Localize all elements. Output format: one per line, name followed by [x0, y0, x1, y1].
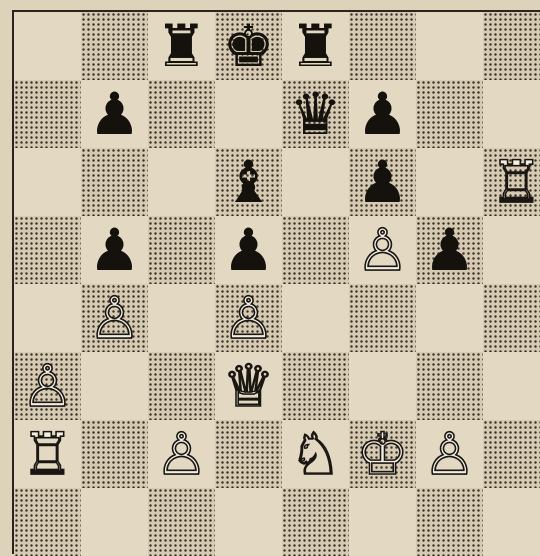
white-queen-icon[interactable]: ♕ — [223, 357, 275, 415]
board-square[interactable] — [215, 80, 282, 148]
white-rook-icon[interactable]: ♖ — [22, 425, 74, 483]
board-square[interactable] — [416, 80, 483, 148]
board-square[interactable]: ♖ — [483, 148, 540, 216]
board-square[interactable]: ♘ — [282, 420, 349, 488]
board-square[interactable] — [14, 80, 81, 148]
board-square[interactable] — [282, 216, 349, 284]
board-square[interactable]: ♙ — [416, 420, 483, 488]
white-pawn-icon[interactable]: ♙ — [22, 357, 74, 415]
board-square[interactable] — [483, 352, 540, 420]
board-square[interactable]: ♙ — [148, 420, 215, 488]
black-bishop-icon[interactable]: ♝ — [223, 153, 275, 211]
black-pawn-icon[interactable]: ♟ — [89, 85, 141, 143]
board-square[interactable]: ♖ — [14, 420, 81, 488]
white-king-icon[interactable]: ♔ — [357, 425, 409, 483]
board-square[interactable] — [416, 284, 483, 352]
black-pawn-icon[interactable]: ♟ — [357, 153, 409, 211]
board-square[interactable]: ♟ — [81, 216, 148, 284]
board-square[interactable] — [81, 148, 148, 216]
board-square[interactable] — [148, 284, 215, 352]
board-square[interactable] — [416, 352, 483, 420]
board-square[interactable] — [148, 216, 215, 284]
board-square[interactable]: ♔ — [349, 420, 416, 488]
black-rook-icon[interactable]: ♜ — [156, 17, 208, 75]
board-square[interactable] — [483, 284, 540, 352]
board-square[interactable] — [483, 216, 540, 284]
board-square[interactable] — [483, 12, 540, 80]
board-square[interactable] — [14, 216, 81, 284]
black-queen-icon[interactable]: ♛ — [290, 85, 342, 143]
board-square[interactable] — [81, 352, 148, 420]
board-square[interactable] — [282, 148, 349, 216]
board-square[interactable]: ♙ — [81, 284, 148, 352]
board-square[interactable] — [215, 420, 282, 488]
board-square[interactable] — [483, 488, 540, 556]
board-square[interactable] — [148, 148, 215, 216]
board-square[interactable] — [349, 12, 416, 80]
board-square[interactable] — [282, 488, 349, 556]
board-square[interactable]: ♙ — [349, 216, 416, 284]
board-square[interactable]: ♟ — [416, 216, 483, 284]
white-pawn-icon[interactable]: ♙ — [357, 221, 409, 279]
white-knight-icon[interactable]: ♘ — [290, 425, 342, 483]
board-square[interactable] — [148, 352, 215, 420]
board-square[interactable] — [349, 488, 416, 556]
board-square[interactable] — [148, 488, 215, 556]
board-square[interactable]: ♟ — [215, 216, 282, 284]
black-pawn-icon[interactable]: ♟ — [424, 221, 476, 279]
white-pawn-icon[interactable]: ♙ — [89, 289, 141, 347]
black-rook-icon[interactable]: ♜ — [290, 17, 342, 75]
board-square[interactable] — [81, 488, 148, 556]
board-square[interactable] — [14, 284, 81, 352]
black-king-icon[interactable]: ♚ — [223, 17, 275, 75]
board-square[interactable] — [282, 352, 349, 420]
board-square[interactable]: ♟ — [349, 80, 416, 148]
board-square[interactable]: ♜ — [148, 12, 215, 80]
white-pawn-icon[interactable]: ♙ — [424, 425, 476, 483]
board-square[interactable] — [148, 80, 215, 148]
black-pawn-icon[interactable]: ♟ — [89, 221, 141, 279]
board-square[interactable] — [416, 12, 483, 80]
board-square[interactable]: ♜ — [282, 12, 349, 80]
board-square[interactable] — [14, 148, 81, 216]
board-square[interactable]: ♚ — [215, 12, 282, 80]
white-rook-icon[interactable]: ♖ — [491, 153, 540, 211]
board-square[interactable]: ♕ — [215, 352, 282, 420]
white-pawn-icon[interactable]: ♙ — [223, 289, 275, 347]
board-square[interactable] — [416, 488, 483, 556]
board-square[interactable]: ♛ — [282, 80, 349, 148]
board-square[interactable]: ♙ — [14, 352, 81, 420]
board-square[interactable]: ♟ — [349, 148, 416, 216]
board-square[interactable] — [282, 284, 349, 352]
board-square[interactable]: ♟ — [81, 80, 148, 148]
chess-board: ♜ ♚ ♜ ♟ ♛ ♟ ♝ ♟ ♖ ♟ ♟ ♙ ♟ ♙ ♙ ♙ ♕ ♖ ♙ ♘ ♔ ♙ — [12, 10, 540, 554]
black-pawn-icon[interactable]: ♟ — [357, 85, 409, 143]
board-square[interactable]: ♙ — [215, 284, 282, 352]
white-pawn-icon[interactable]: ♙ — [156, 425, 208, 483]
board-square[interactable] — [81, 12, 148, 80]
board-square[interactable] — [349, 352, 416, 420]
board-square[interactable] — [349, 284, 416, 352]
board-square[interactable] — [215, 488, 282, 556]
board-square[interactable] — [81, 420, 148, 488]
board-square[interactable] — [483, 420, 540, 488]
board-square[interactable] — [14, 488, 81, 556]
black-pawn-icon[interactable]: ♟ — [223, 221, 275, 279]
board-square[interactable] — [416, 148, 483, 216]
board-square[interactable]: ♝ — [215, 148, 282, 216]
board-square[interactable] — [483, 80, 540, 148]
board-square[interactable] — [14, 12, 81, 80]
